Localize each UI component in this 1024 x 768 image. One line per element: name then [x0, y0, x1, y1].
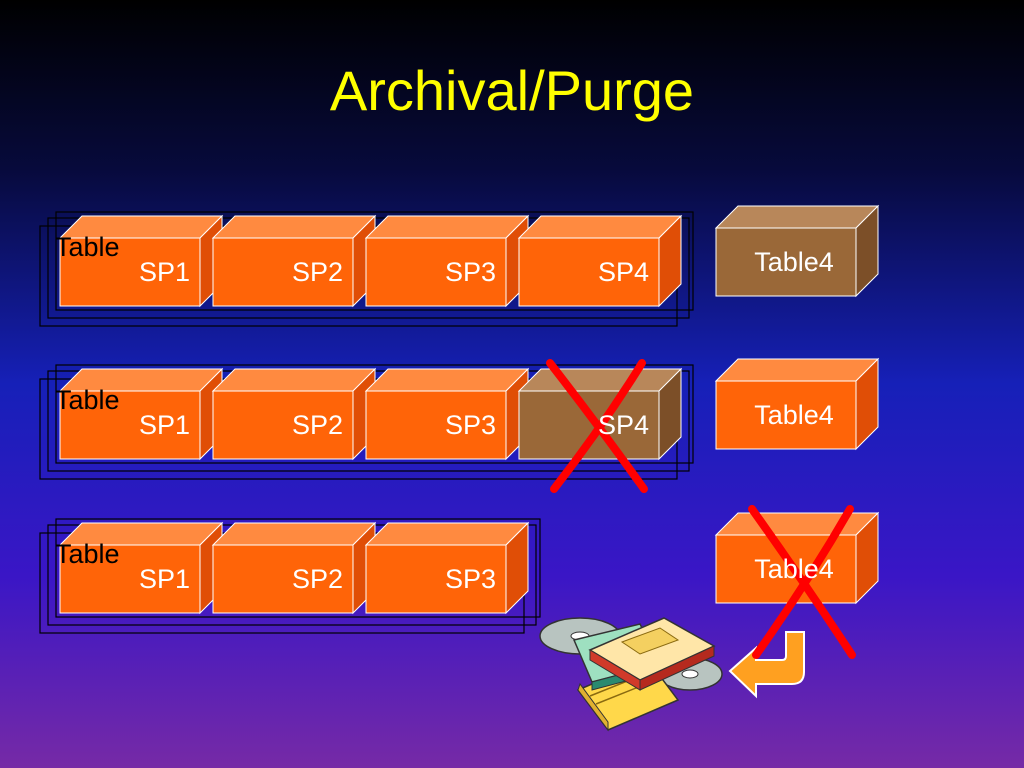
partition-label: SP3 [444, 257, 496, 287]
partition-label: SP3 [444, 564, 496, 594]
partition-cube [364, 521, 530, 615]
table4-label: Table4 [754, 247, 834, 277]
cross-mark-icon [546, 359, 648, 493]
table4-cube [714, 357, 880, 451]
partition-label: SP1 [138, 410, 190, 440]
partition-cube [58, 521, 224, 615]
table4-cube [714, 204, 880, 298]
partition-cube [58, 214, 224, 308]
partition-label: SP2 [291, 257, 343, 287]
partition-label: SP1 [138, 564, 190, 594]
partition-label: SP1 [138, 257, 190, 287]
table-label: Table [55, 539, 120, 569]
partition-cube [211, 521, 377, 615]
partition-label: SP4 [597, 257, 649, 287]
archive-media-icon [539, 617, 723, 732]
partition-cube [364, 367, 530, 461]
table-label: Table [55, 232, 120, 262]
table-label: Table [55, 385, 120, 415]
partition-label: SP3 [444, 410, 496, 440]
partition-label: SP2 [291, 410, 343, 440]
partition-label: SP2 [291, 564, 343, 594]
partition-label: SP4 [597, 410, 649, 440]
partition-cube [517, 214, 683, 308]
slide-title: Archival/Purge [329, 59, 695, 122]
partition-cube [58, 367, 224, 461]
return-arrow-icon [728, 631, 805, 699]
partition-cube [517, 367, 683, 461]
cross-mark-icon [748, 505, 856, 659]
table4-label: Table4 [754, 554, 834, 584]
table4-label: Table4 [754, 400, 834, 430]
